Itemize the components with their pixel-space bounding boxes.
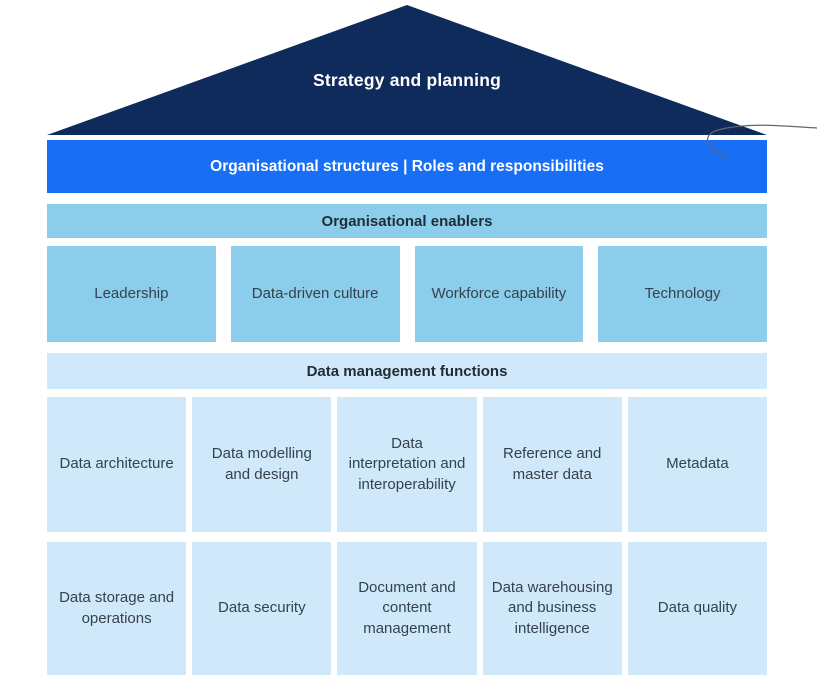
functions-header-label: Data management functions bbox=[306, 362, 508, 380]
enablers-row: Leadership Data-driven culture Workforce… bbox=[47, 246, 767, 342]
function-label: Document and content management bbox=[358, 579, 456, 637]
enabler-label: Data-driven culture bbox=[251, 284, 379, 302]
function-box-data-interpretation-and-interoperability: Data interpretation and interoperability bbox=[337, 397, 477, 532]
function-label: Data modelling and design bbox=[211, 445, 312, 483]
function-label: Reference and master data bbox=[503, 445, 602, 483]
enablers-header-label: Organisational enablers bbox=[321, 212, 493, 230]
function-label: Data storage and operations bbox=[59, 589, 175, 627]
function-label: Data interpretation and interoperability bbox=[348, 435, 466, 493]
enabler-box-data-driven-culture: Data-driven culture bbox=[230, 246, 400, 342]
function-box-data-storage-and-operations: Data storage and operations bbox=[47, 542, 187, 675]
enabler-label: Leadership bbox=[94, 284, 169, 302]
enabler-label: Technology bbox=[644, 284, 721, 302]
enabler-label: Workforce capability bbox=[431, 284, 567, 302]
function-box-metadata: Metadata bbox=[627, 397, 768, 532]
function-label: Data warehousing and business intelligen… bbox=[491, 579, 613, 637]
functions-header-bar: Data management functions bbox=[47, 353, 767, 389]
structures-bar-label: Organisational structures | Roles and re… bbox=[210, 157, 604, 175]
functions-row-2: Data storage and operations Data securit… bbox=[47, 542, 768, 675]
roof-triangle bbox=[47, 5, 767, 135]
function-label: Data quality bbox=[657, 599, 738, 617]
structures-bar: Organisational structures | Roles and re… bbox=[47, 140, 767, 193]
roof-title: Strategy and planning bbox=[313, 70, 501, 90]
function-box-data-security: Data security bbox=[192, 542, 332, 675]
enabler-box-workforce-capability: Workforce capability bbox=[414, 246, 584, 342]
function-box-reference-and-master-data: Reference and master data bbox=[482, 397, 622, 532]
function-box-data-quality: Data quality bbox=[627, 542, 768, 675]
enabler-box-technology: Technology bbox=[598, 246, 767, 342]
function-label: Metadata bbox=[666, 455, 729, 473]
functions-row-1: Data architecture Data modelling and des… bbox=[47, 397, 768, 532]
function-box-data-modelling-and-design: Data modelling and design bbox=[192, 397, 332, 532]
function-box-data-architecture: Data architecture bbox=[47, 397, 187, 532]
function-box-document-and-content-management: Document and content management bbox=[337, 542, 477, 675]
function-label: Data architecture bbox=[59, 455, 174, 473]
enabler-box-leadership: Leadership bbox=[47, 246, 216, 342]
enablers-header-bar: Organisational enablers bbox=[47, 204, 767, 238]
function-box-data-warehousing-and-business-intelligence: Data warehousing and business intelligen… bbox=[482, 542, 622, 675]
function-label: Data security bbox=[218, 599, 306, 617]
